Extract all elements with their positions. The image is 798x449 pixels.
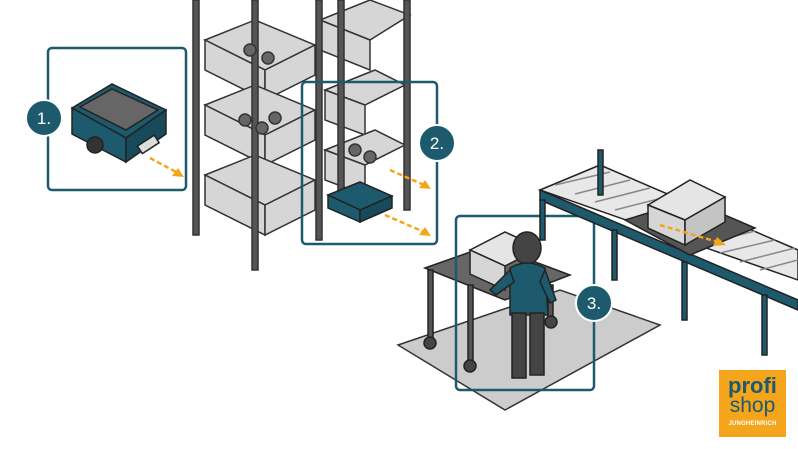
profishop-logo: profi shop JUNGHEINRICH: [719, 370, 786, 437]
step-2-label: 2.: [430, 134, 444, 153]
arrow-head-1: [172, 168, 184, 177]
logo-brand: JUNGHEINRICH: [728, 421, 777, 427]
logo-line1: profi: [728, 373, 777, 398]
direction-arrow-2b: [384, 213, 425, 234]
robot-under-rack: [326, 181, 394, 224]
worker-figure: [488, 231, 557, 379]
logo-line2: shop: [729, 394, 776, 417]
step-1-label: 1.: [37, 109, 51, 128]
arrow-head-2b: [419, 227, 431, 236]
direction-arrow-1: [149, 156, 179, 175]
arrow-head-3: [713, 237, 726, 246]
step-badge-3: 3.: [575, 284, 613, 322]
robot-icon: [70, 83, 168, 164]
direction-arrow-2a: [389, 168, 425, 187]
step-badge-1: 1.: [25, 99, 63, 137]
step-2-frame: [300, 80, 439, 246]
direction-arrow-3: [659, 223, 719, 244]
step-3-label: 3.: [587, 294, 601, 313]
step-badge-2: 2.: [418, 124, 456, 162]
arrow-head-2a: [419, 180, 431, 189]
conveyor: [537, 149, 798, 356]
